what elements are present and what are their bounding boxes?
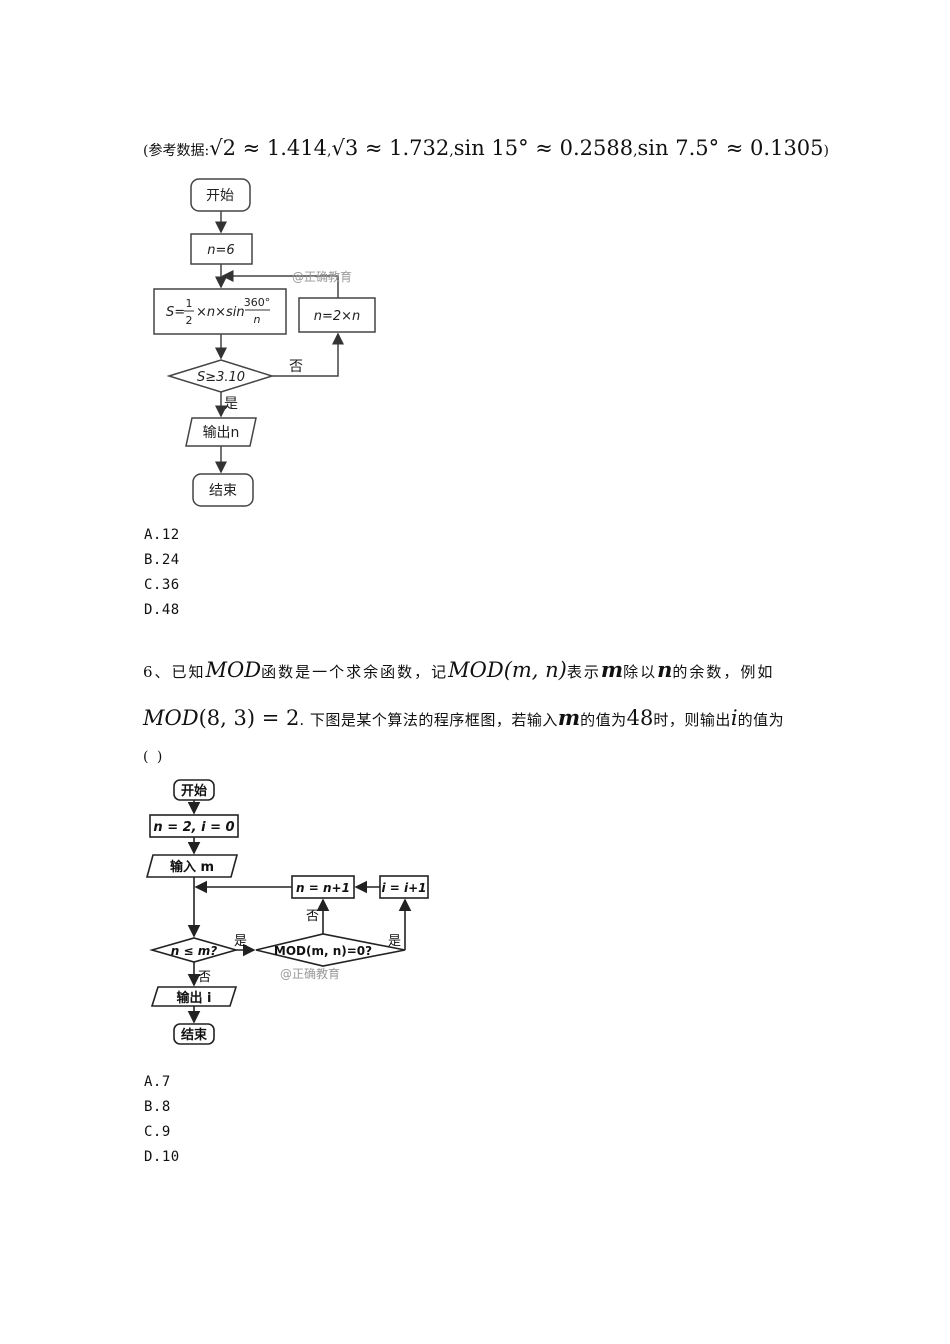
q5-option-c[interactable]: C.36 (144, 577, 180, 593)
flow2-output-label: 输出 i (177, 990, 212, 1006)
flow2-init-label: n = 2, i = 0 (153, 820, 234, 835)
flow2-input-label: 输入 m (170, 859, 214, 875)
q5-option-a[interactable]: A.12 (144, 527, 180, 543)
flowchart-2: 开始 n = 2, i = 0 输入 m n = n+1 i = i+1 n ≤… (145, 779, 429, 1045)
flow2-cond1-label: n ≤ m? (171, 944, 217, 958)
flow2-no2-label: 否 (306, 909, 319, 924)
q6-option-b[interactable]: B.8 (144, 1099, 171, 1115)
flow1-deg-den: n (254, 313, 261, 326)
q6-option-a[interactable]: A.7 (144, 1074, 171, 1090)
flow1-watermark: @正确教育 (292, 269, 352, 284)
flow2-end-label: 结束 (181, 1027, 208, 1043)
flow2-cond2-label: MOD(m, n)=0? (274, 944, 372, 958)
flow1-output-label: 输出n (203, 425, 240, 441)
flow1-s-mid: ×n×sin (196, 305, 245, 320)
flow2-i-inc-label: i = i+1 (381, 881, 426, 895)
flow1-s-prefix: S= (166, 305, 185, 320)
q5-option-b[interactable]: B.24 (144, 552, 180, 568)
flow1-output-box (185, 417, 257, 447)
flow1-update-box (298, 297, 376, 333)
flow1-no-label: 否 (289, 359, 303, 375)
flow2-start-label: 开始 (181, 783, 207, 799)
flow2-end-box (173, 1023, 215, 1045)
ref-sqrt2: √2 ≈ 1.414 (209, 136, 327, 160)
flow2-n-inc-label: n = n+1 (296, 881, 350, 895)
flow1-yes-label: 是 (224, 396, 238, 412)
q6-line-1: 6、已知MOD函数是一个求余函数，记MOD(m, n)表示m除以n的余数，例如 (143, 657, 775, 682)
flow1-update-label: n=2×n (314, 309, 361, 324)
ref-sin75: sin 7.5° ≈ 0.1305 (637, 136, 824, 160)
flow1-half-num: 1 (186, 297, 193, 310)
flow1-half-den: 2 (186, 314, 193, 327)
flow1-formula-box (153, 288, 287, 335)
flowchart-1: 开始 n=6 S= 1 2 ×n×sin 360° n n=2×n S≥3.10… (153, 178, 376, 507)
flow1-end-label: 结束 (209, 483, 237, 499)
flow2-watermark: @正确教育 (280, 966, 340, 981)
ref-sin15: sin 15° ≈ 0.2588 (453, 136, 634, 160)
flow1-deg-num: 360° (244, 296, 271, 309)
flow1-init-label: n=6 (207, 243, 234, 258)
q5-option-d[interactable]: D.48 (144, 602, 180, 618)
flow2-output-box (150, 986, 238, 1007)
q6-option-d[interactable]: D.10 (144, 1149, 180, 1165)
q6-line-2: MOD(8, 3) = 2. 下图是某个算法的程序框图，若输入m的值为48时，则… (143, 705, 785, 730)
flow2-input-box (145, 854, 239, 878)
q6-answer-paren: ( ) (143, 749, 165, 765)
flow1-end-box (192, 473, 254, 507)
reference-data-line: (参考数据:√2 ≈ 1.414,√3 ≈ 1.732,sin 15° ≈ 0.… (143, 136, 830, 160)
flow2-no1-label: 否 (198, 970, 211, 985)
ref-sqrt3: √3 ≈ 1.732 (331, 136, 450, 160)
q6-option-c[interactable]: C.9 (144, 1124, 171, 1140)
flow2-yes2-label: 是 (388, 934, 401, 949)
flow1-cond-label: S≥3.10 (197, 370, 245, 385)
ref-open: (参考数据: (143, 143, 210, 159)
flow1-start-label: 开始 (206, 188, 234, 204)
flow2-yes1-label: 是 (234, 934, 247, 949)
